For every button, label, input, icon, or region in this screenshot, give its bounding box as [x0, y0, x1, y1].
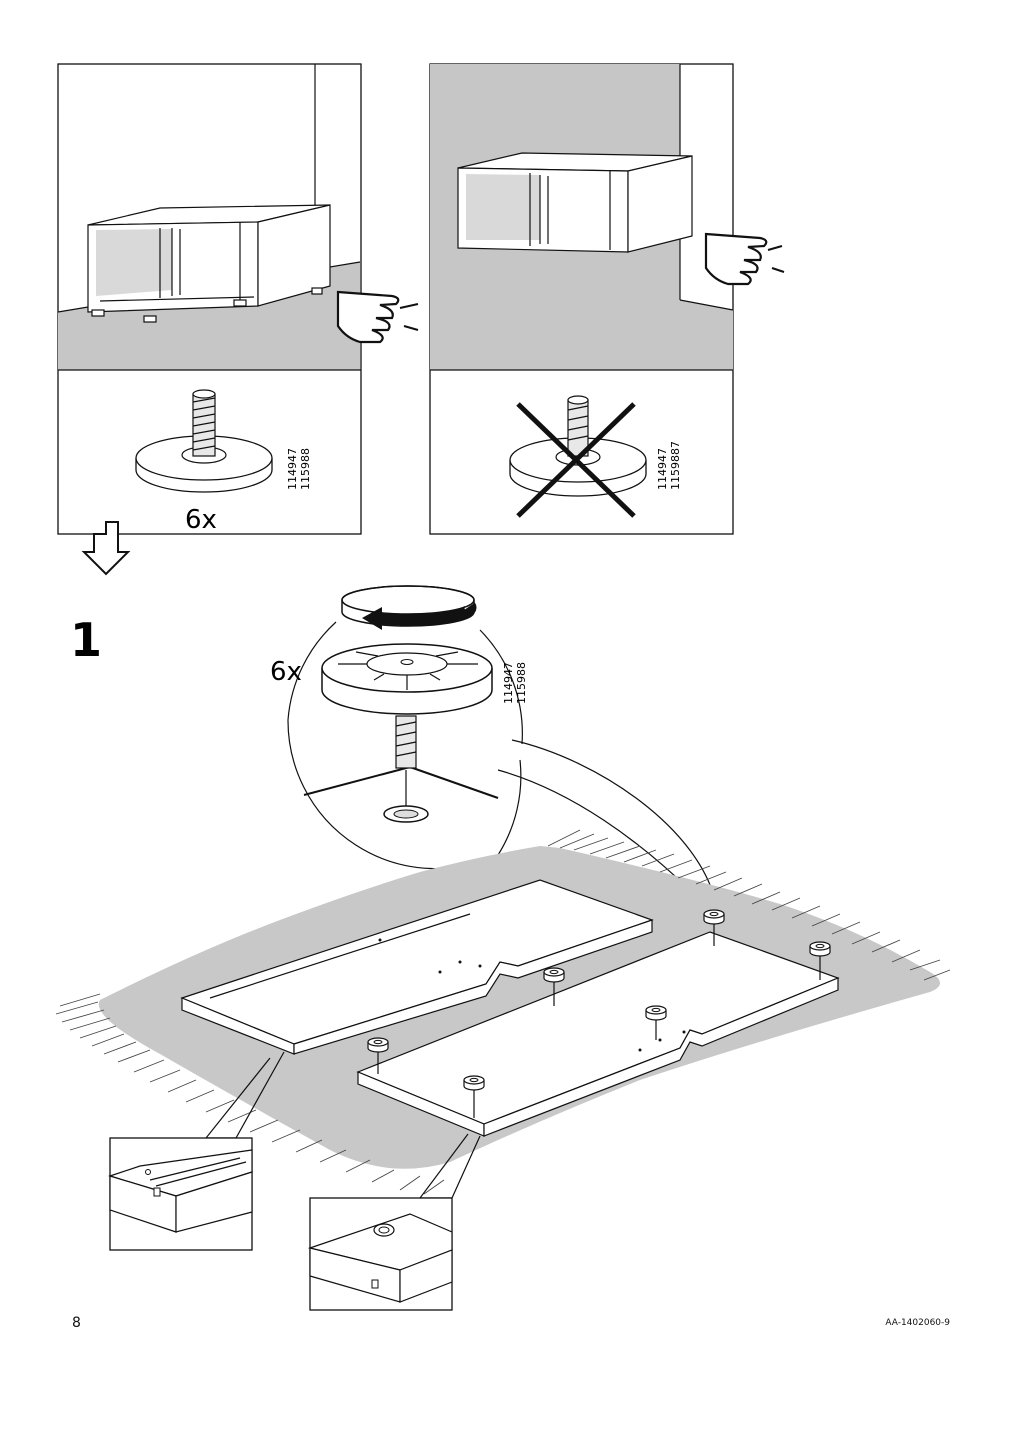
detail-groove-callout: [108, 1051, 285, 1251]
panel-floor-standing: 6x 114947 115988: [57, 63, 419, 535]
wall-scene: [430, 64, 734, 371]
foot-icon: [809, 941, 831, 980]
step-quantity: 6x: [270, 657, 302, 687]
document-id: AA-1402060-9: [885, 1318, 950, 1328]
part-number-1: 114947: [286, 448, 299, 490]
foot-icon: [543, 967, 565, 1006]
panel-wall-mounted: 114947 1159887: [429, 63, 785, 535]
cross-out-icon: [516, 402, 636, 518]
foot-icon: [367, 1037, 389, 1074]
part-number-1: 114947: [656, 448, 669, 490]
bench-illustration: [87, 204, 331, 323]
foot-markers: [367, 909, 831, 1118]
page-number: 8: [72, 1315, 81, 1331]
pointing-hand-icon: [704, 232, 785, 286]
foot-icon: [645, 1005, 667, 1040]
pointing-hand-icon: [336, 290, 419, 344]
adjustable-foot-part: [135, 389, 273, 493]
part-number-2: 1159887: [669, 441, 682, 490]
foot-icon: [703, 909, 725, 946]
step-part-number-1: 114947: [502, 662, 515, 704]
floor-scene: [57, 64, 361, 371]
rotate-clockwise-icon: [341, 585, 477, 630]
step-number: 1: [70, 613, 102, 667]
step-part-number-2: 115988: [515, 662, 528, 704]
panel-board-left: [180, 879, 654, 1055]
detail-hole-callout: [307, 1133, 481, 1311]
part-number-2: 115988: [299, 448, 312, 490]
foot-icon: [463, 1075, 485, 1118]
down-arrow-icon: [81, 521, 131, 576]
foot-quantity: 6x: [185, 505, 217, 535]
wall-bench-illustration: [457, 152, 693, 253]
